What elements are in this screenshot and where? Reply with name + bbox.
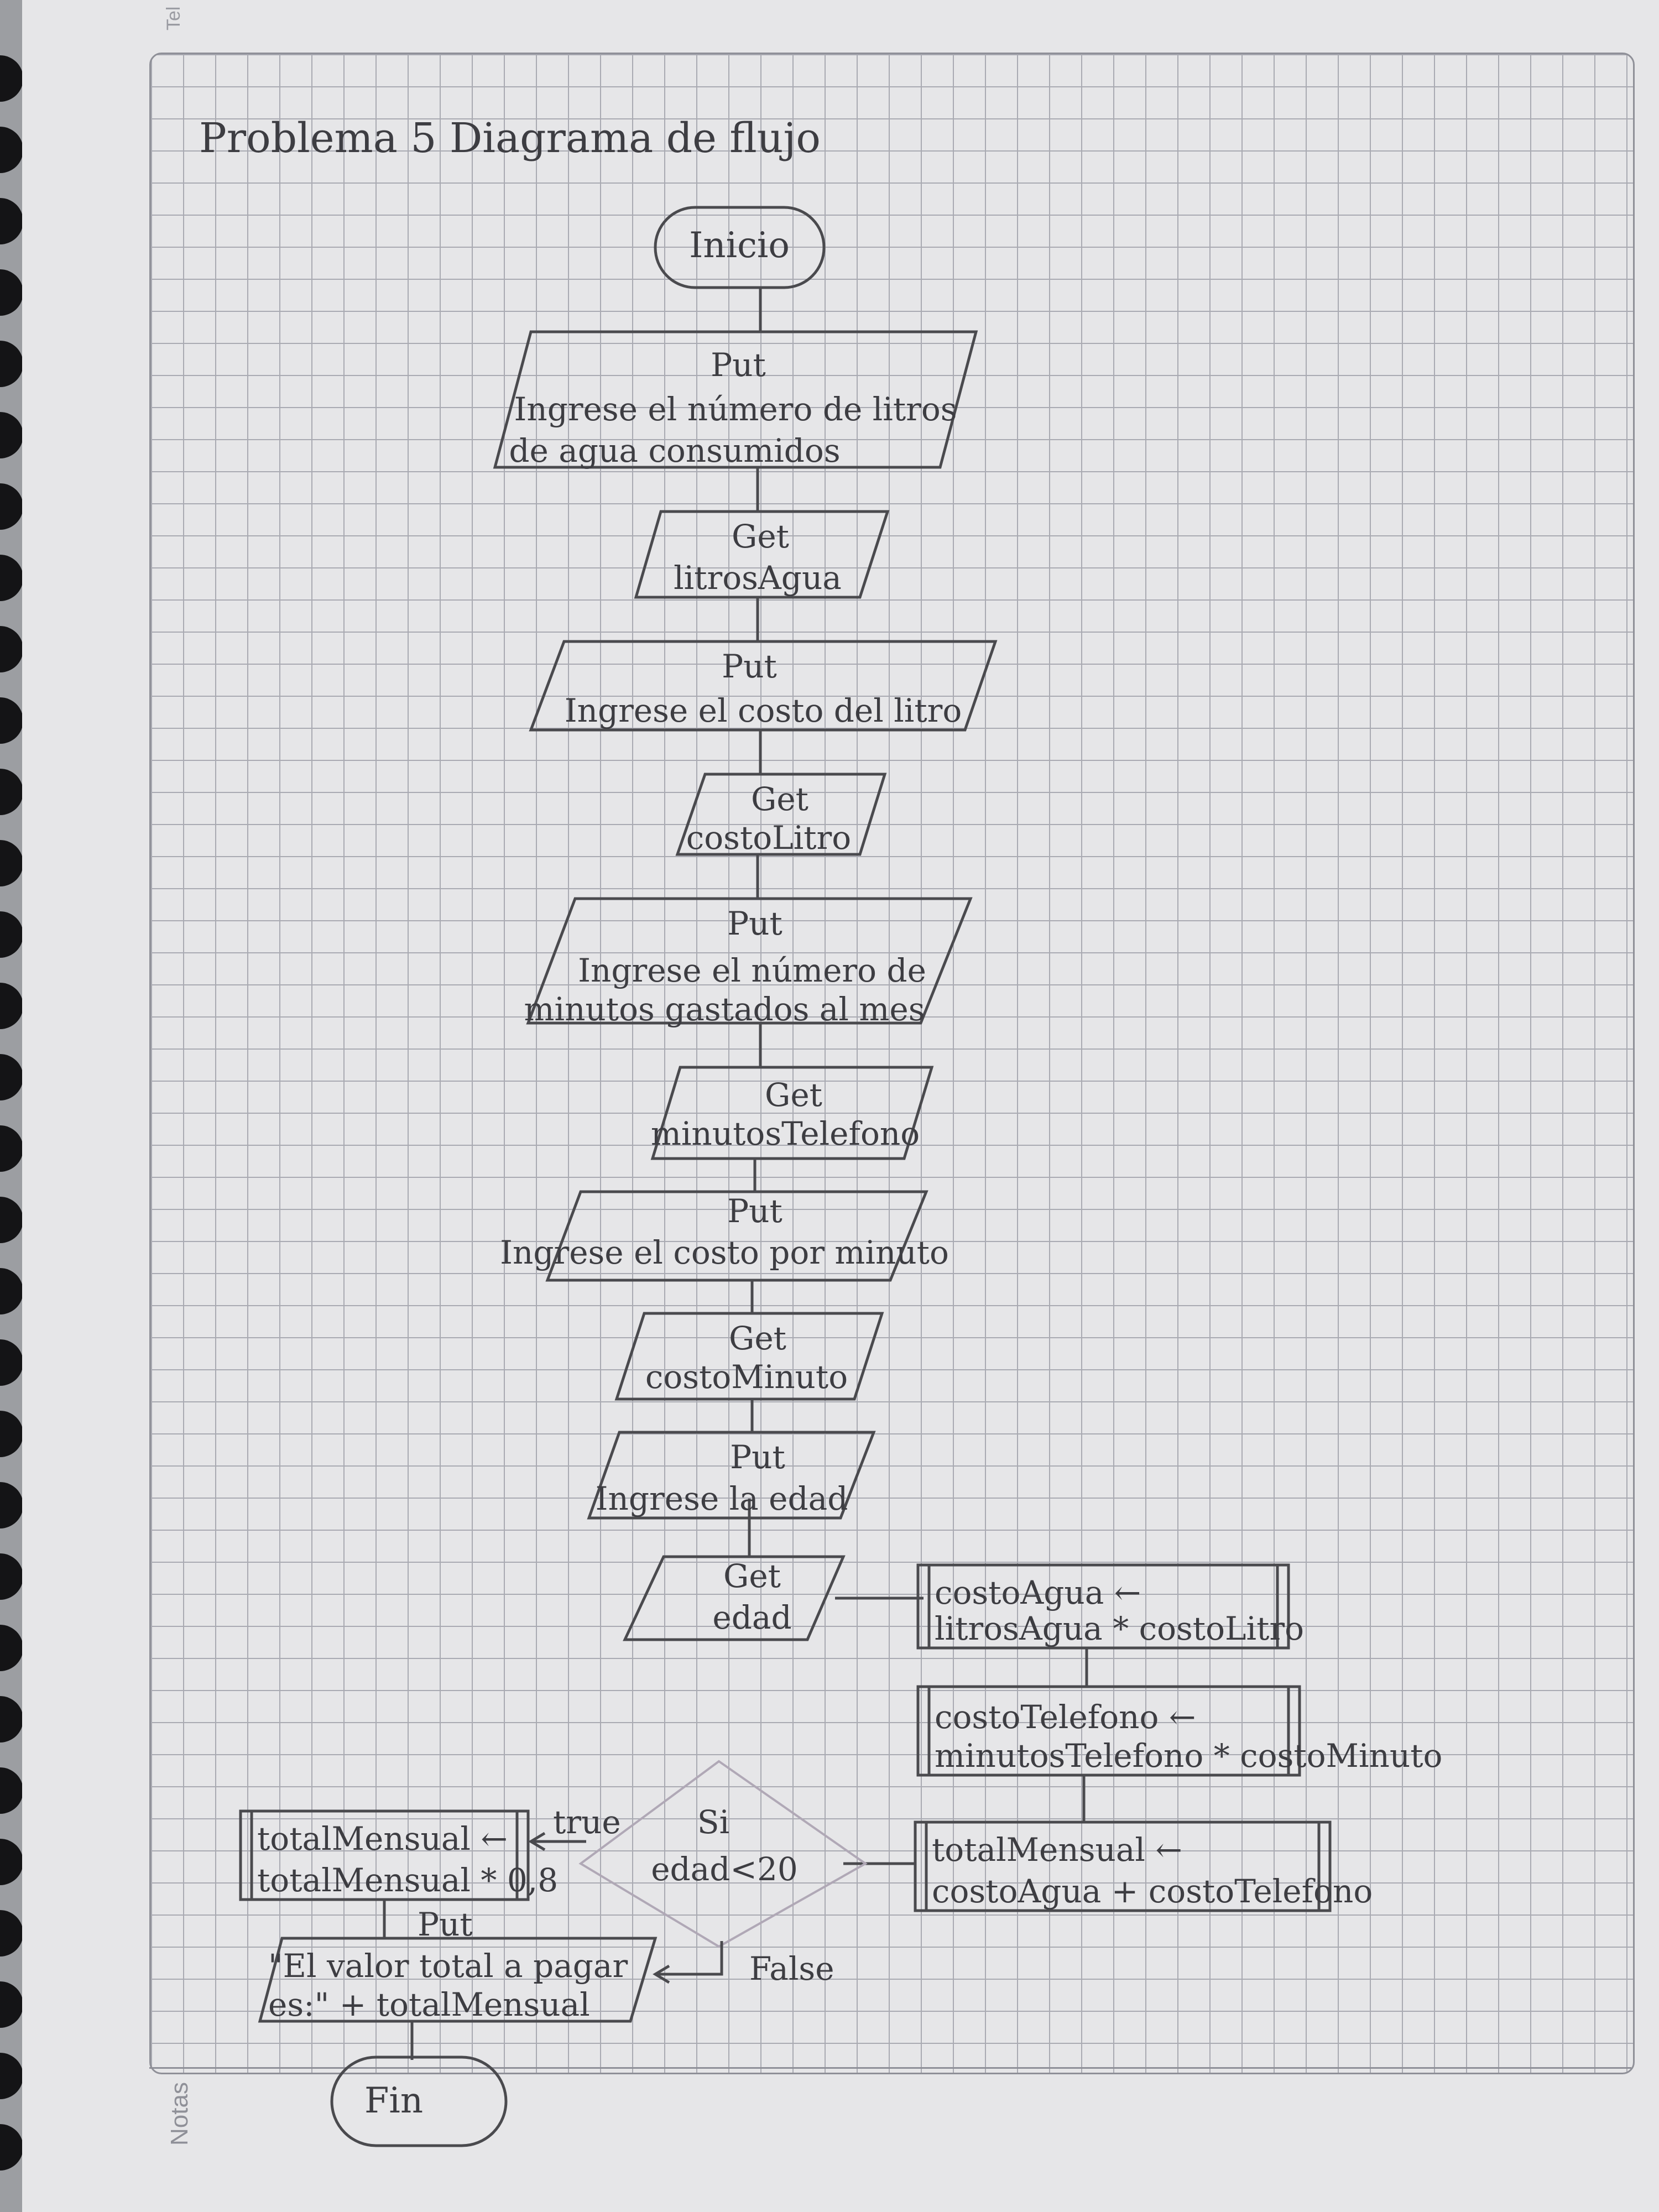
svg-text:litrosAgua: litrosAgua [674,559,842,597]
svg-text:costoLitro: costoLitro [686,819,851,857]
get-litros-node: Get litrosAgua [634,510,890,599]
put-edad-node: Put Ingrese la edad [587,1431,876,1520]
svg-text:Put: Put [711,346,766,384]
diagram-title: Problema 5 Diagrama de flujo [199,114,821,162]
svg-text:de agua consumidos: de agua consumidos [509,432,840,469]
svg-text:Ingrese el número de litros: Ingrese el número de litros [514,390,957,428]
svg-text:costoAgua + costoTelefono: costoAgua + costoTelefono [932,1872,1373,1910]
false-arrow-icon [653,1964,670,1984]
svg-text:Get: Get [751,780,808,818]
false-label: False [749,1950,834,1987]
get-minutos-node: Get minutosTelefono [650,1066,934,1160]
svg-text:Put: Put [730,1438,785,1476]
true-label: true [553,1803,621,1841]
svg-text:Ingrese el número de: Ingrese el número de [578,952,926,989]
svg-text:Put: Put [727,905,782,942]
svg-text:minutosTelefono * costoMinuto: minutosTelefono * costoMinuto [935,1737,1442,1775]
svg-text:Put: Put [722,648,777,685]
svg-text:"El valor total a pagar: "El valor total a pagar [268,1947,628,1985]
svg-text:totalMensual * 0,8: totalMensual * 0,8 [257,1861,558,1899]
spiral-binding [0,0,33,2212]
get-costo-minuto-node: Get costoMinuto [614,1312,884,1401]
svg-text:totalMensual ←: totalMensual ← [257,1820,508,1858]
svg-text:Get: Get [729,1319,786,1357]
svg-text:costoAgua ←: costoAgua ← [935,1574,1141,1611]
proc-costo-agua-node: costoAgua ← litrosAgua * costoLitro [916,1563,1304,1650]
put-costo-litro-node: Put Ingrese el costo del litro [529,640,998,732]
start-terminal: Inicio [654,206,826,289]
put-resultado-node: "El valor total a pagar es:" + totalMens… [258,1937,658,2023]
main-connector [748,288,762,1557]
svg-text:costoMinuto: costoMinuto [645,1358,848,1396]
svg-text:Get: Get [723,1557,781,1595]
svg-text:totalMensual ←: totalMensual ← [932,1831,1182,1869]
true-arrow-icon [528,1832,546,1851]
end-label: Fin [364,2080,423,2121]
put-litros-node: Put Ingrese el número de litros de agua … [493,330,978,469]
svg-text:Ingrese el costo del litro: Ingrese el costo del litro [565,692,962,729]
svg-text:minutosTelefono: minutosTelefono [651,1115,920,1152]
start-label: Inicio [689,225,790,266]
end-terminal: Fin [330,2056,508,2147]
svg-text:Si: Si [697,1803,729,1841]
svg-text:Get: Get [765,1076,822,1114]
svg-text:Ingrese el costo por minuto: Ingrese el costo por minuto [500,1234,949,1271]
get-costo-litro-node: Get costoLitro [675,773,887,857]
notes-divider [149,2067,1631,2069]
proc-costo-tel-node: costoTelefono ← minutosTelefono * costoM… [916,1685,1442,1777]
put-costo-minuto-node: Put Ingrese el costo por minuto [500,1190,949,1282]
svg-text:costoTelefono ←: costoTelefono ← [935,1698,1196,1736]
svg-text:litrosAgua * costoLitro: litrosAgua * costoLitro [935,1610,1304,1647]
get-edad-node: Get edad [623,1555,846,1641]
proc-descuento-node: totalMensual ← totalMensual * 0,8 [239,1809,558,1901]
false-branch-line [655,1941,723,1976]
svg-text:Ingrese la edad: Ingrese la edad [596,1480,848,1517]
put-minutos-node: Put Ingrese el número de minutos gastado… [524,897,973,1028]
svg-text:edad: edad [712,1599,791,1636]
grid-area [149,53,1635,2074]
proc-total-node: totalMensual ← costoAgua + costoTelefono [914,1820,1373,1912]
svg-text:minutos gastados al mes: minutos gastados al mes [524,990,925,1028]
decision-node: Si edad<20 [578,1760,868,1948]
svg-text:es:" + totalMensual: es:" + totalMensual [268,1986,590,2023]
svg-text:Get: Get [732,518,789,555]
svg-text:edad<20: edad<20 [651,1850,798,1888]
svg-text:Put: Put [727,1192,782,1230]
